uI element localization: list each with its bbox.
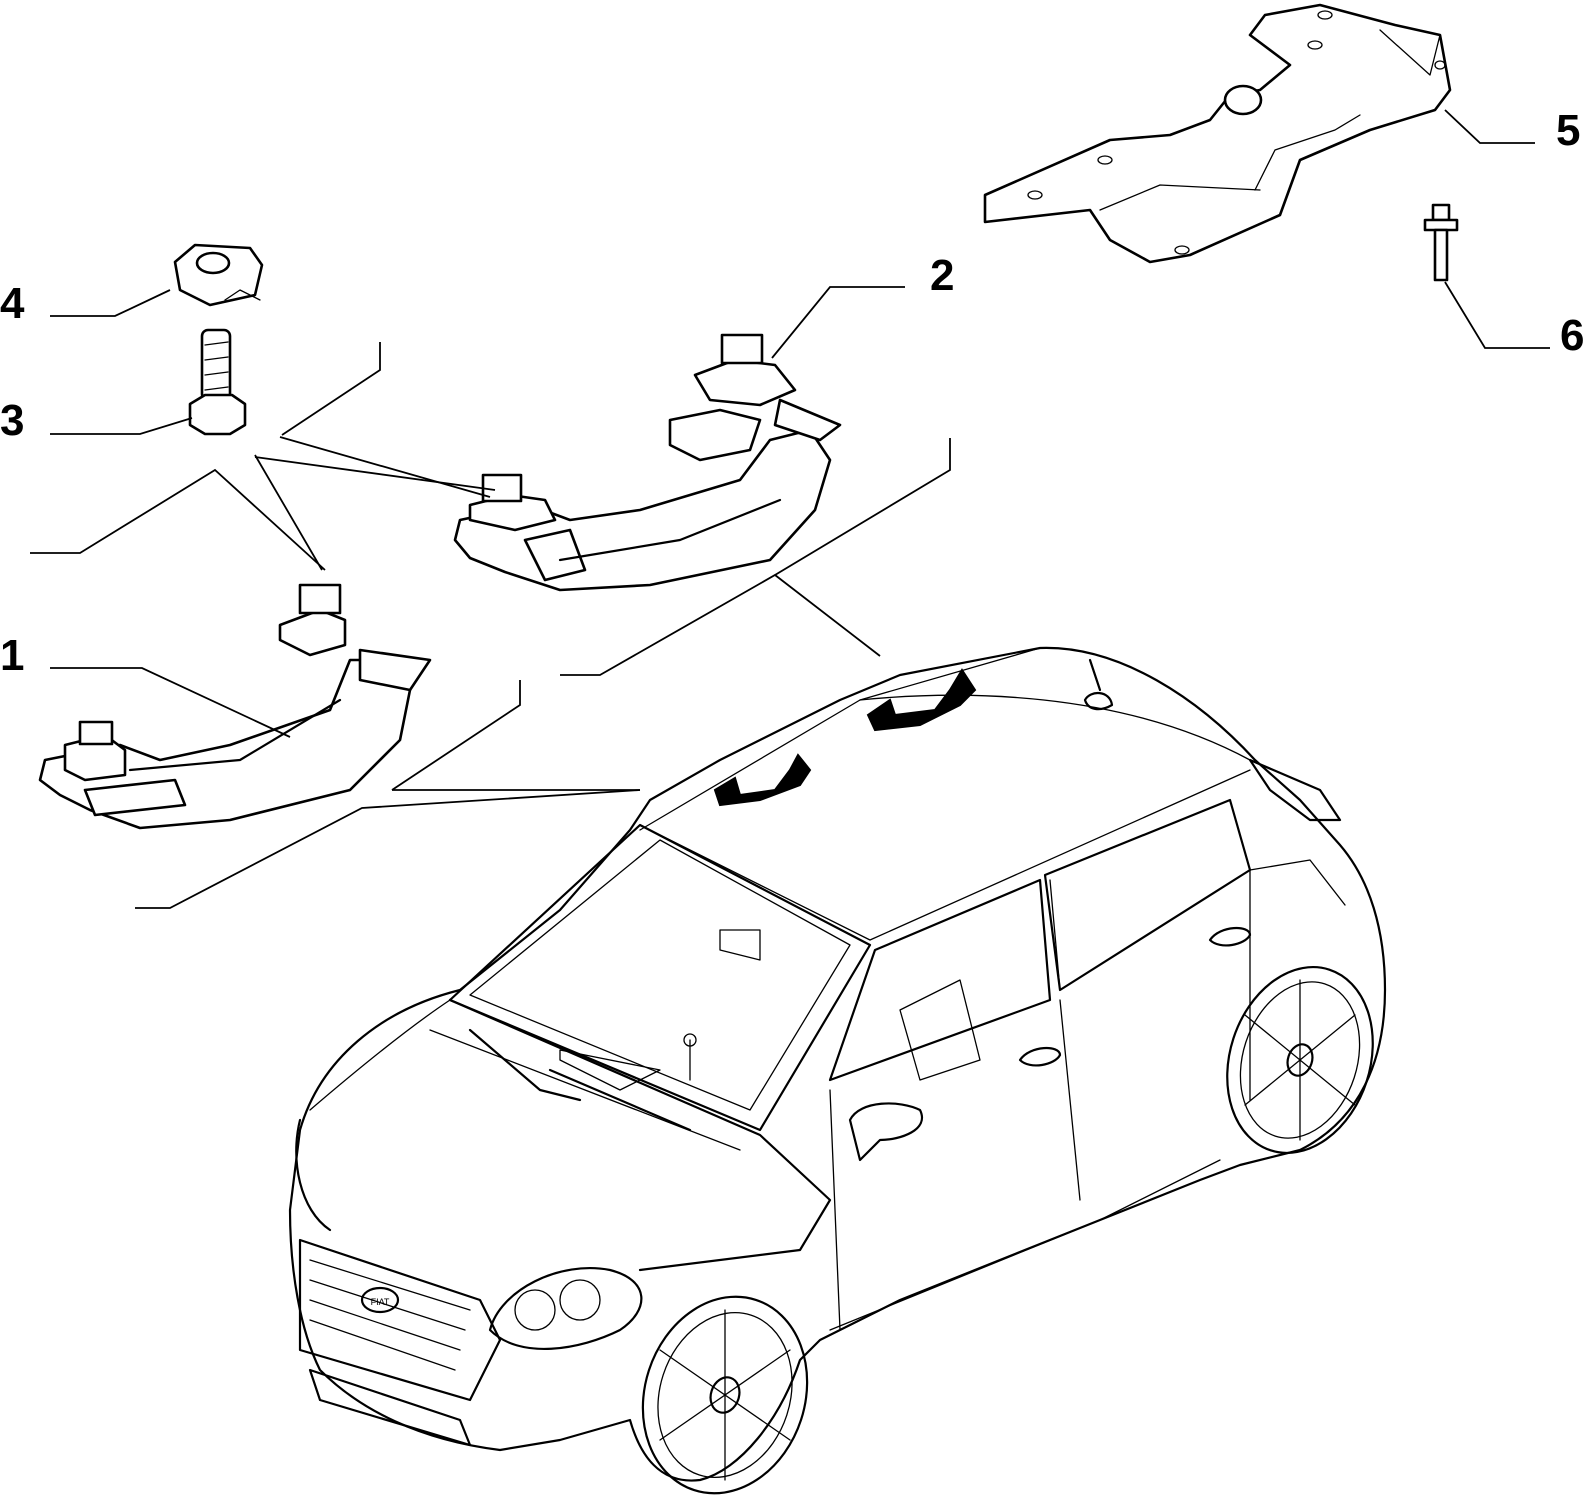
clip-nut-4 xyxy=(173,243,264,307)
callout-4: 4 xyxy=(0,279,25,328)
grab-handle-2 xyxy=(453,333,842,592)
car-badge: FIAT xyxy=(371,1297,390,1307)
car-illustration: FIAT xyxy=(288,646,1387,1495)
bolt-3 xyxy=(188,328,247,436)
callout-1: 1 xyxy=(0,631,24,680)
callout-5: 5 xyxy=(1556,106,1580,155)
rivet-6 xyxy=(1423,203,1459,282)
bracket-5 xyxy=(983,3,1452,264)
grab-handle-1 xyxy=(38,583,432,830)
leader-lines xyxy=(30,109,1550,909)
callout-2: 2 xyxy=(930,251,954,300)
callout-labels: 1 2 3 4 5 6 xyxy=(0,106,1584,680)
callout-6: 6 xyxy=(1560,311,1584,360)
callout-3: 3 xyxy=(0,396,24,445)
